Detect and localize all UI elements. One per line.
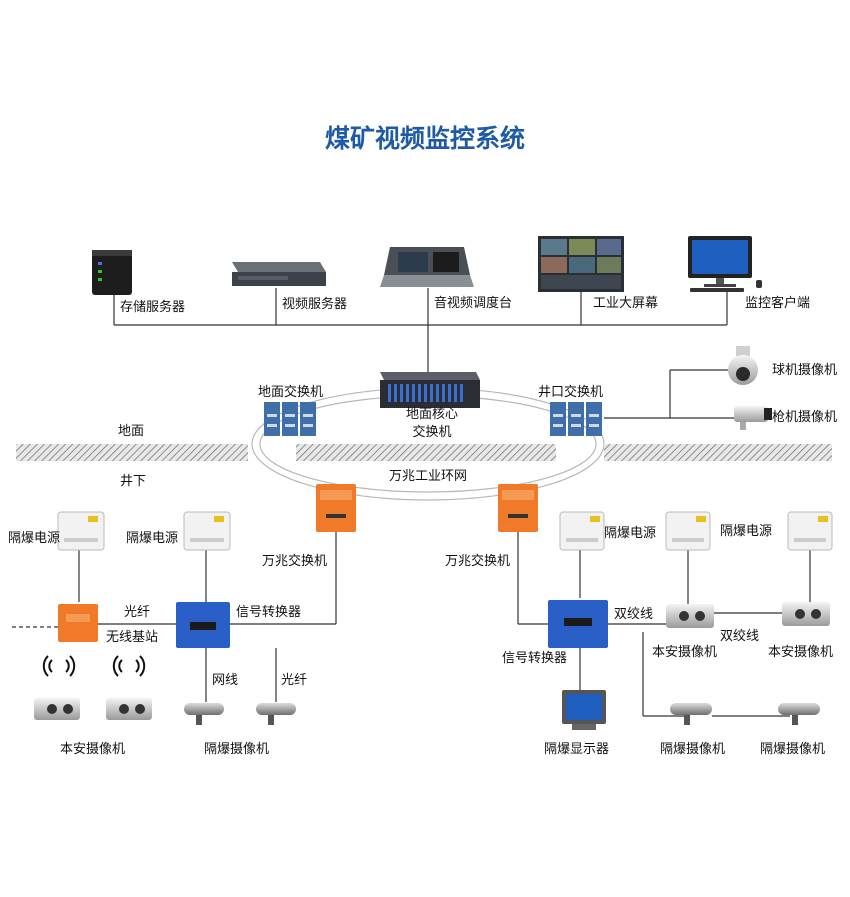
- right-psu-2-label: 隔爆电源: [720, 524, 772, 539]
- client-pc-label: 监控客户端: [745, 295, 810, 311]
- wireless-signal-icon: [42, 655, 146, 677]
- explosion-display-label: 隔爆显示器: [544, 742, 609, 757]
- right-psu-1-label: 隔爆电源: [604, 526, 656, 541]
- right-camera-lines: [604, 369, 734, 419]
- left-psu-1-icon: [57, 511, 105, 551]
- base-station-icon: [58, 604, 98, 642]
- underground-label: 井下: [120, 474, 146, 489]
- twisted-label-1: 双绞线: [614, 606, 653, 622]
- storage-server-label: 存储服务器: [120, 299, 185, 315]
- cable-label: 网线: [212, 673, 238, 688]
- dispatch-console-label: 音视频调度台: [434, 295, 512, 311]
- right-converter-icon: [548, 600, 608, 648]
- right-converter-label: 信号转换器: [502, 651, 567, 666]
- base-station-label: 无线基站: [106, 630, 158, 645]
- right-safe-camera-1-icon: [666, 604, 714, 628]
- right-safe-camera-2-icon: [782, 602, 830, 626]
- left-10g-switch-label: 万兆交换机: [262, 553, 327, 569]
- dome-camera-icon: [728, 346, 758, 385]
- right-10g-switch-icon: [498, 484, 538, 532]
- right-safe-camera-1-label: 本安摄像机: [652, 645, 717, 660]
- explosion-display-icon: [562, 690, 606, 730]
- left-explosion-camera-1-icon: [184, 703, 224, 725]
- surface-label: 地面: [118, 424, 144, 439]
- left-safe-cameras-label: 本安摄像机: [60, 742, 125, 757]
- big-screen-icon: [538, 236, 624, 292]
- left-converter-label: 信号转换器: [236, 605, 301, 620]
- diagram-title: 煤矿视频监控系统: [325, 124, 525, 153]
- ground-switch-label: 地面交换机: [258, 384, 323, 400]
- left-explosion-cameras-label: 隔爆摄像机: [204, 742, 269, 757]
- left-safe-camera-1-icon: [34, 698, 80, 720]
- right-explosion-camera-1-icon: [670, 703, 712, 725]
- right-explosion-camera-1-label: 隔爆摄像机: [660, 742, 725, 757]
- dispatch-console-icon: [380, 247, 474, 287]
- gun-camera-icon: [734, 406, 772, 430]
- core-switch-label-1: 地面核心: [406, 407, 458, 422]
- top-bus-lines: [113, 288, 728, 372]
- fiber-label-1: 光纤: [124, 605, 150, 620]
- right-psu-1-icon: [559, 511, 605, 551]
- right-safe-camera-2-label: 本安摄像机: [768, 645, 833, 660]
- dome-camera-label: 球机摄像机: [772, 363, 837, 378]
- left-psu-1-label: 隔爆电源: [8, 531, 60, 546]
- right-explosion-camera-2-icon: [778, 703, 820, 725]
- client-pc-icon: [688, 236, 762, 292]
- ground-switch-icon: [264, 402, 316, 436]
- left-safe-camera-2-icon: [106, 698, 152, 720]
- big-screen-label: 工业大屏幕: [593, 296, 658, 311]
- right-psu-2-icon: [665, 511, 711, 551]
- left-converter-icon: [176, 602, 230, 648]
- shaft-switch-label: 井口交换机: [538, 384, 603, 400]
- core-switch-label-2: 交换机: [412, 424, 451, 440]
- left-explosion-camera-2-icon: [256, 703, 296, 725]
- storage-server-icon: [92, 250, 132, 295]
- ground-strip-left: [16, 444, 248, 461]
- left-10g-switch-icon: [316, 484, 356, 532]
- fiber-label-2: 光纤: [281, 673, 307, 688]
- shaft-switch-icon: [550, 402, 602, 436]
- ground-strip-center: [296, 444, 556, 461]
- left-psu-2-label: 隔爆电源: [126, 531, 178, 546]
- right-explosion-camera-2-label: 隔爆摄像机: [760, 742, 825, 757]
- right-psu-3-icon: [787, 511, 833, 551]
- twisted-label-2: 双绞线: [720, 628, 759, 644]
- video-server-label: 视频服务器: [282, 296, 347, 312]
- right-10g-switch-label: 万兆交换机: [445, 553, 510, 569]
- gun-camera-label: 枪机摄像机: [772, 409, 837, 425]
- ring-network-label: 万兆工业环网: [389, 469, 467, 484]
- video-server-icon: [232, 262, 326, 286]
- left-psu-2-icon: [183, 511, 231, 551]
- core-switch-icon: [380, 372, 480, 408]
- ground-strip-right: [604, 444, 832, 461]
